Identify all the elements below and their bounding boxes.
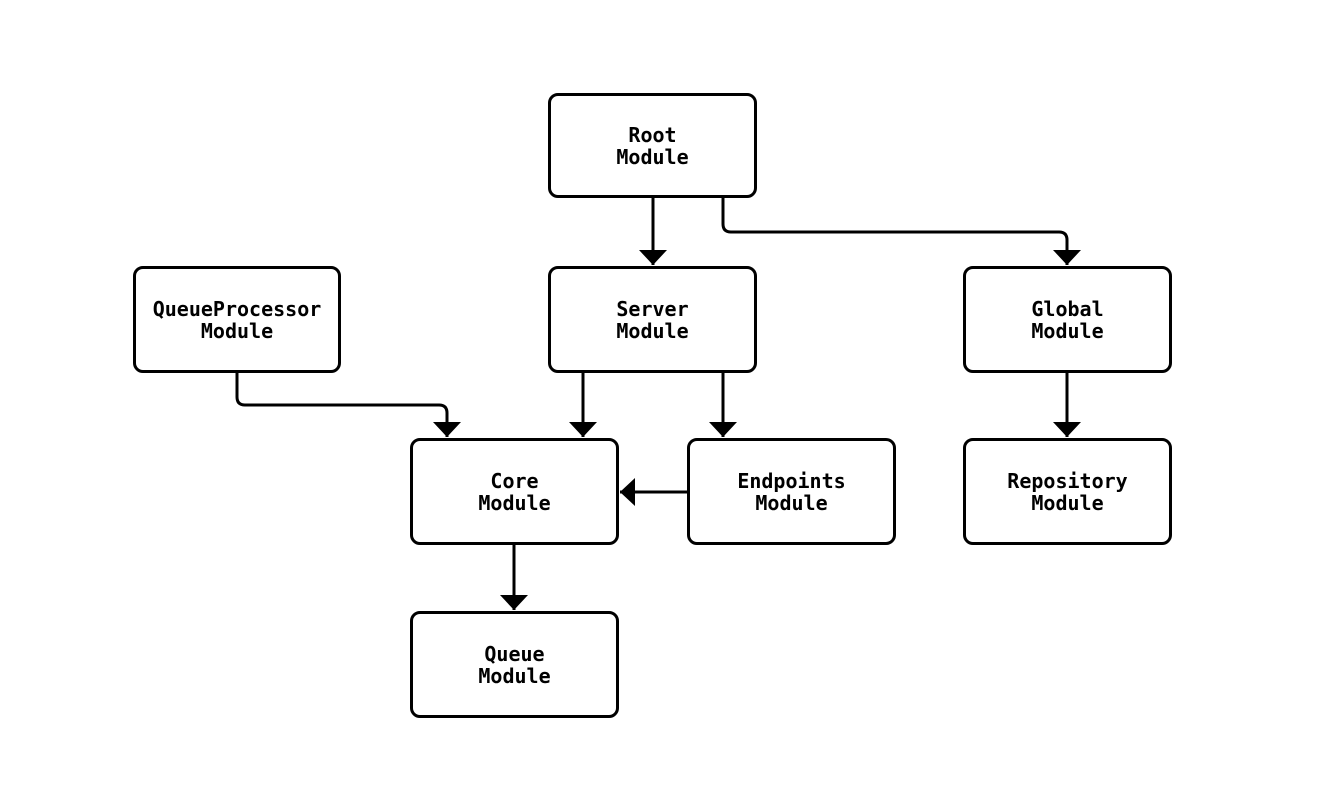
node-label-line2: Module: [616, 318, 689, 343]
node-label-line2: Module: [200, 318, 274, 343]
edges-group: [235, 198, 1081, 610]
node-label-line1: Server: [616, 296, 689, 321]
node-label-line1: Endpoints: [737, 468, 846, 493]
node-label-line2: Module: [478, 663, 551, 688]
edge-queueprocessor-to-core: [235, 373, 461, 437]
node-label-line2: Module: [616, 144, 689, 169]
node-label-line2: Module: [478, 490, 551, 515]
node-label-line1: Repository: [1007, 468, 1128, 493]
node-label-line1: Core: [490, 468, 539, 493]
node-label-line1: QueueProcessor: [152, 296, 322, 321]
node-label-line2: Module: [1031, 490, 1104, 515]
node-label-line2: Module: [755, 490, 828, 515]
edge-root-to-global: [721, 198, 1081, 265]
node-label-line1: Root: [628, 122, 677, 147]
node-label-line2: Module: [1031, 318, 1104, 343]
node-label-line1: Global: [1031, 296, 1104, 321]
node-label-line1: Queue: [484, 641, 545, 666]
